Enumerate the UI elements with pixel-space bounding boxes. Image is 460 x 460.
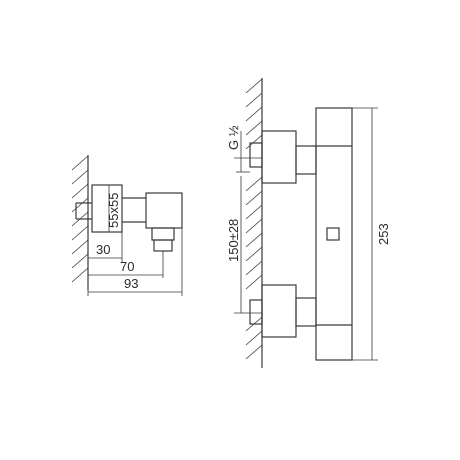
- dim-height-label: 253: [376, 223, 391, 245]
- dim-thread-label: G ½: [226, 125, 241, 150]
- side-escutcheon: [91, 184, 123, 233]
- lower-connection: [249, 284, 317, 338]
- upper-connection: [249, 130, 317, 184]
- side-view: 55x55 30 70 93: [71, 155, 183, 296]
- dim-depth-total: 93: [87, 228, 183, 296]
- front-view: G ½ 150±28 253: [226, 78, 391, 368]
- dim-depth-total-label: 93: [124, 276, 138, 291]
- front-mixer-body: [315, 107, 353, 361]
- dim-square: 55x55: [106, 185, 121, 232]
- dim-centers: 150±28: [226, 157, 262, 314]
- side-wall: [71, 155, 89, 290]
- dim-centers-label: 150±28: [226, 219, 241, 262]
- dim-height: 253: [352, 107, 391, 361]
- dim-thread: G ½: [226, 125, 250, 173]
- side-connector: [122, 197, 146, 223]
- front-wall-hatch: [245, 78, 263, 360]
- dim-depth-outlet-label: 70: [120, 259, 134, 274]
- dim-depth-inner-label: 30: [96, 242, 110, 257]
- side-outlet: [151, 227, 175, 252]
- side-pipe-stub: [75, 202, 92, 220]
- dim-depth-outlet: 70: [87, 251, 164, 280]
- side-mixer-body: [145, 192, 183, 229]
- dim-depth-inner: 30: [87, 232, 123, 262]
- dim-square-label: 55x55: [106, 193, 121, 228]
- outlet-square: [326, 227, 340, 241]
